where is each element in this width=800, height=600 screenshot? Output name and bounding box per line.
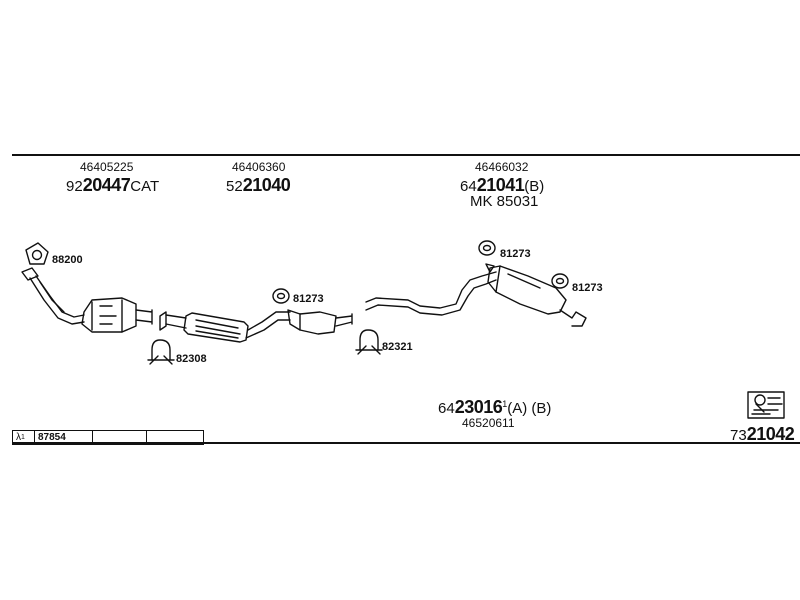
accessory-code-hanger-3: 81273 <box>572 282 603 294</box>
oe-number-catalyst: 46405225 <box>80 160 134 174</box>
rubber-hanger-icon <box>551 273 569 289</box>
front-pipe-resonator <box>159 309 353 343</box>
top-rule <box>12 154 800 156</box>
lambda-code: 87854 <box>35 431 93 444</box>
part-number-front-pipe: 5221040 <box>226 175 291 195</box>
gasket-icon <box>25 242 49 265</box>
clamp-icon <box>147 339 175 365</box>
part-number-catalyst: 9220447CAT <box>66 175 160 195</box>
rubber-hanger-icon <box>272 288 290 304</box>
accessory-code-hanger-1: 81273 <box>293 293 324 305</box>
bottom-rule <box>12 442 800 444</box>
oe-number-middle-pipe: 46520611 <box>462 416 515 430</box>
part-number-middle-pipe: 64230161(A) (B) <box>438 397 552 417</box>
catalyst-converter <box>21 267 153 333</box>
rear-pipe-muffler <box>365 263 587 327</box>
accessory-code-clamp-1: 82308 <box>176 353 207 365</box>
accessory-code-hanger-2: 81273 <box>500 248 531 260</box>
oe-number-rear-muffler: 46466032 <box>475 160 529 174</box>
mounting-kit-number: MK 85031 <box>470 193 539 210</box>
lambda-empty-cell-1 <box>93 431 147 444</box>
part-number-rear-muffler: 6421041(B) <box>460 175 545 195</box>
clamp-icon <box>355 329 383 355</box>
accessory-code-gasket: 88200 <box>52 254 83 266</box>
kit-box-icon <box>747 391 785 419</box>
oe-number-front-pipe: 46406360 <box>232 160 286 174</box>
rubber-hanger-icon <box>478 240 496 256</box>
kit-number: 7321042 <box>730 424 795 444</box>
accessory-code-clamp-2: 82321 <box>382 341 413 353</box>
